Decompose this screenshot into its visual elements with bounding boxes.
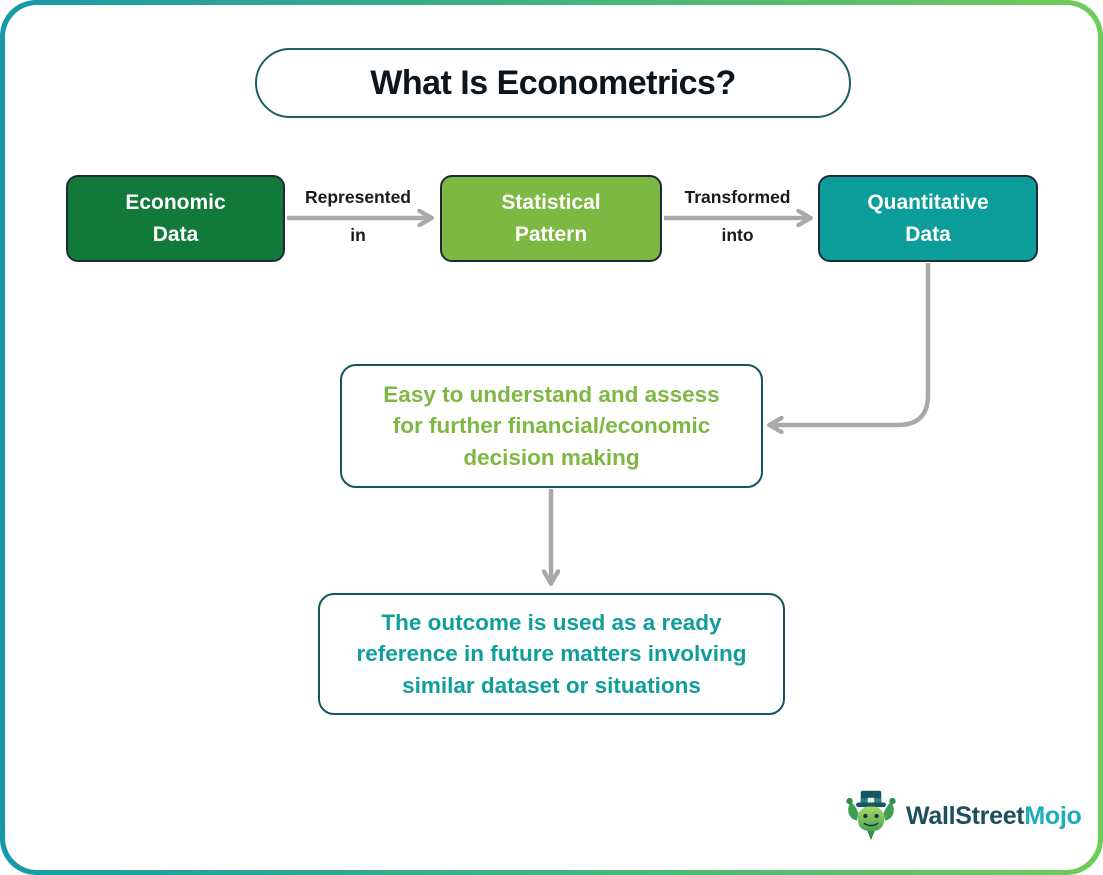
- logo-wordmark: WallStreetMojo: [906, 801, 1082, 831]
- page-title: What Is Econometrics?: [370, 63, 736, 102]
- title-pill: What Is Econometrics?: [255, 48, 851, 118]
- node-label-line: Quantitative: [867, 191, 989, 214]
- outcome-line: similar dataset or situations: [402, 672, 701, 698]
- node-quantitative-data: Quantitative Data: [818, 175, 1038, 262]
- edge-label-line: Transformed: [684, 187, 791, 207]
- edge-label-represented-in: Represented in: [288, 186, 428, 246]
- edge-label-line: in: [350, 225, 366, 245]
- assessment-line: Easy to understand and assess: [383, 382, 720, 408]
- node-label-line: Data: [152, 222, 199, 246]
- wallstreetmojo-logo: WallStreetMojo: [843, 787, 1082, 845]
- edge-label-line: Represented: [304, 187, 411, 207]
- assessment-line: for further financial/economic: [392, 413, 711, 439]
- box-assessment-note: Easy to understand and assess for furthe…: [340, 364, 763, 488]
- node-label-line: Economic: [125, 191, 226, 214]
- node-label-line: Pattern: [514, 222, 588, 246]
- edge-label-line: into: [721, 225, 754, 245]
- outcome-line: reference in future matters involving: [356, 641, 747, 667]
- logo-text-mojo: Mojo: [1024, 801, 1082, 830]
- node-economic-data: Economic Data: [66, 175, 285, 262]
- diagram-canvas: What Is Econometrics? Economic Data Stat…: [5, 5, 1098, 870]
- outcome-line: The outcome is used as a ready: [381, 610, 722, 636]
- box-outcome-note: The outcome is used as a ready reference…: [318, 593, 785, 715]
- edge-label-transformed-into: Transformed into: [665, 186, 810, 246]
- node-statistical-pattern: Statistical Pattern: [440, 175, 662, 262]
- assessment-line: decision making: [463, 444, 640, 470]
- mascot-icon: [846, 790, 896, 841]
- logo-text-wallstreet: WallStreet: [906, 801, 1025, 830]
- node-label-line: Statistical: [501, 191, 601, 214]
- node-label-line: Data: [905, 222, 951, 246]
- connector-quantitative-to-assessment: [771, 263, 931, 425]
